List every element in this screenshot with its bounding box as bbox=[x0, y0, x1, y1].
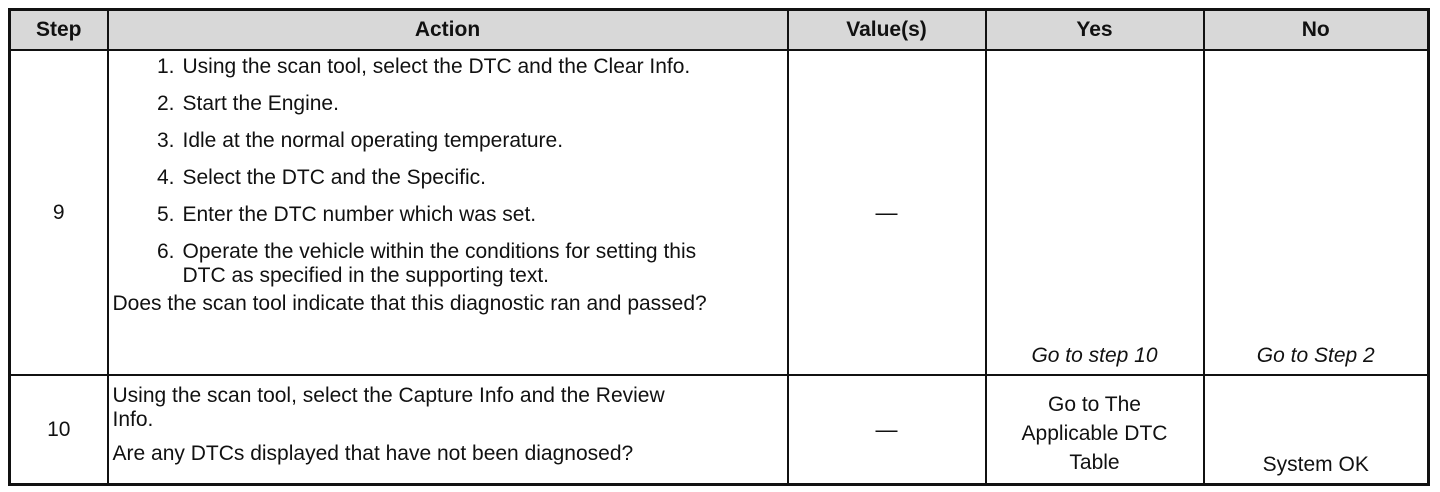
action-step: 4.Select the DTC and the Specific. bbox=[156, 166, 486, 189]
action-step: 5.Enter the DTC number which was set. bbox=[156, 203, 537, 226]
yes-cell: Go to step 10 bbox=[984, 49, 1205, 376]
header-row: Step Action Value(s) Yes No bbox=[8, 8, 1430, 51]
no-cell: System OK bbox=[1202, 374, 1430, 486]
header-yes: Yes bbox=[984, 8, 1205, 51]
yes-line: Applicable DTC bbox=[1021, 422, 1168, 445]
table-row-step-10: 10 Using the scan tool, select the Captu… bbox=[8, 374, 1430, 486]
action-step: 1.Using the scan tool, select the DTC an… bbox=[156, 55, 691, 78]
value-cell: — bbox=[786, 374, 987, 486]
no-cell: Go to Step 2 bbox=[1202, 49, 1430, 376]
value-cell: — bbox=[786, 49, 987, 376]
yes-line: Go to The bbox=[1047, 393, 1141, 416]
header-no: No bbox=[1202, 8, 1430, 51]
yes-line: Table bbox=[1069, 451, 1120, 474]
action-step: 3.Idle at the normal operating temperatu… bbox=[156, 129, 564, 152]
diagnostic-table: Step Action Value(s) Yes No 9 1.Using th… bbox=[8, 8, 1430, 486]
header-action: Action bbox=[106, 8, 789, 51]
header-values: Value(s) bbox=[786, 8, 987, 51]
header-step: Step bbox=[8, 8, 109, 51]
action-step: 2.Start the Engine. bbox=[156, 92, 339, 115]
action-steps-list: 1.Using the scan tool, select the DTC an… bbox=[113, 55, 783, 288]
action-text: Using the scan tool, select the Capture … bbox=[112, 384, 665, 431]
action-question: Does the scan tool indicate that this di… bbox=[112, 292, 707, 315]
step-number: 10 bbox=[8, 374, 109, 486]
action-question: Are any DTCs displayed that have not bee… bbox=[112, 442, 634, 465]
action-cell: 1.Using the scan tool, select the DTC an… bbox=[106, 49, 789, 376]
action-step: 6.Operate the vehicle within the conditi… bbox=[156, 240, 697, 287]
table-row-step-9: 9 1.Using the scan tool, select the DTC … bbox=[8, 49, 1430, 376]
yes-cell: Go to The Applicable DTC Table bbox=[984, 374, 1205, 486]
action-cell: Using the scan tool, select the Capture … bbox=[106, 374, 789, 486]
action-text-block: Using the scan tool, select the Capture … bbox=[113, 380, 783, 466]
step-number: 9 bbox=[8, 49, 109, 376]
